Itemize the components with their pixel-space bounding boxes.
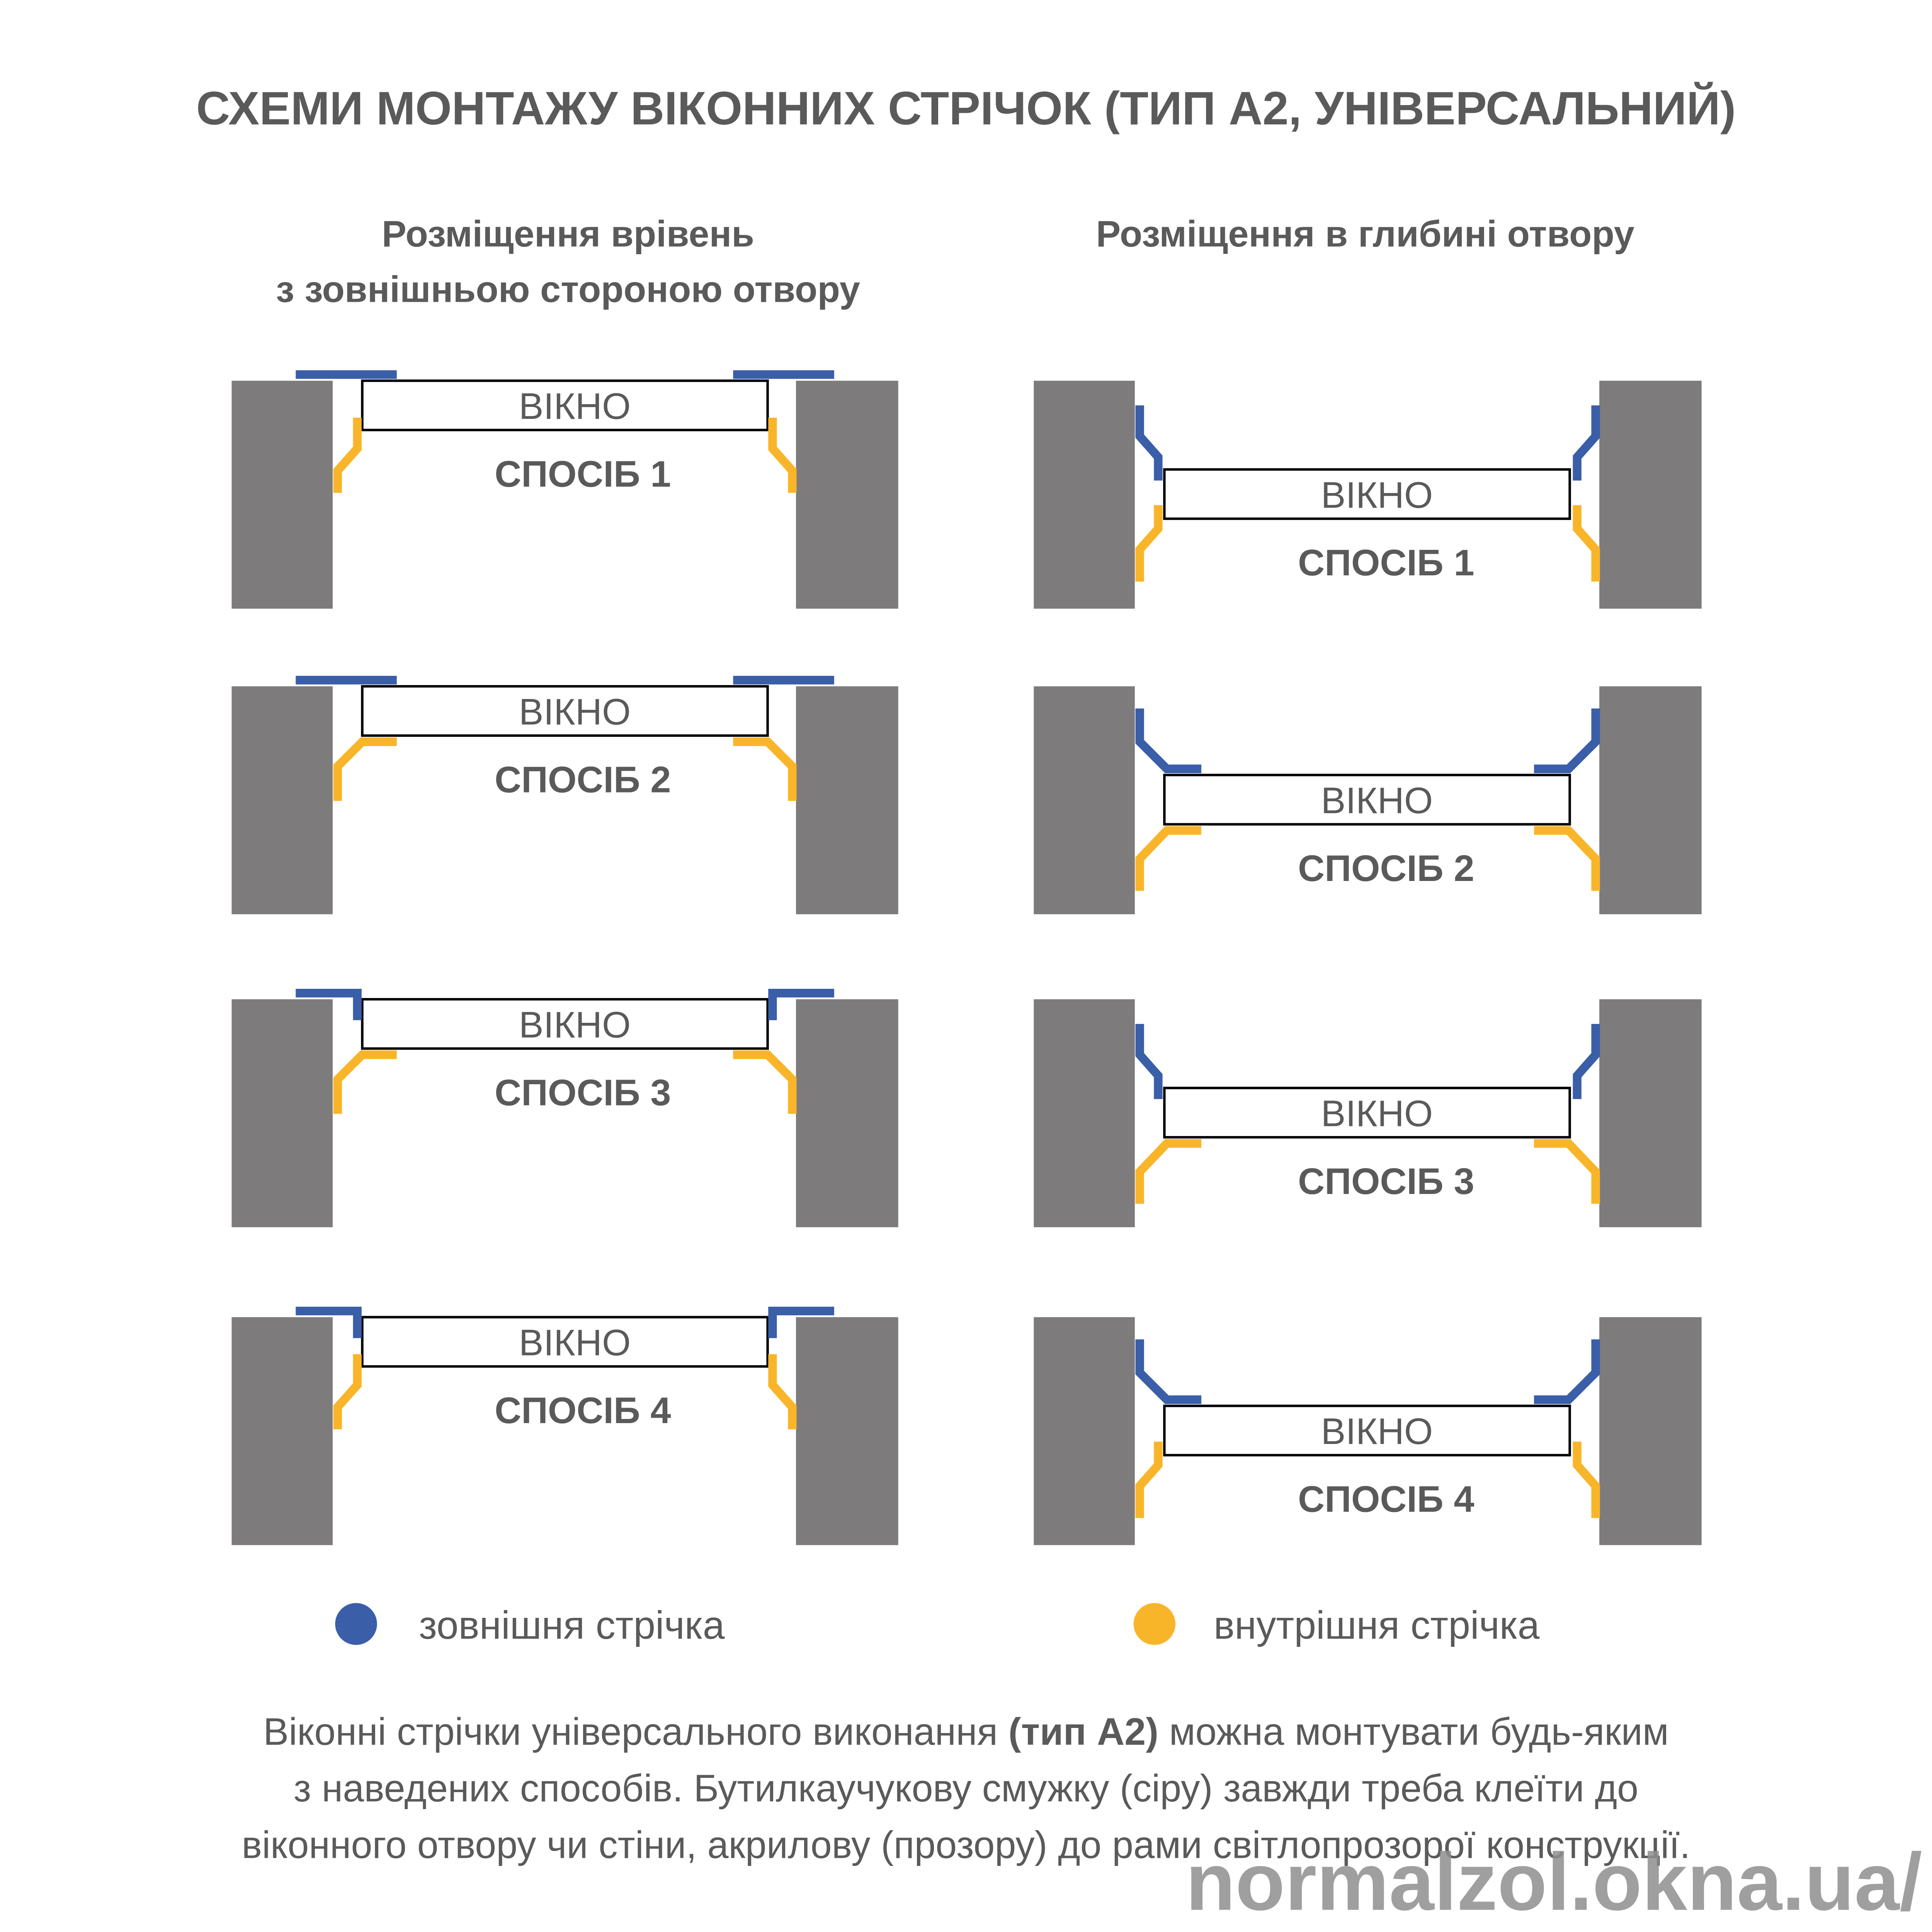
method-label: СПОСІБ 2 (1298, 848, 1474, 889)
wall-left (231, 686, 333, 915)
window-frame (361, 998, 769, 1050)
inner-tape-right (1573, 505, 1600, 582)
inner-tape-label: внутрішня стрічка (1214, 1603, 1540, 1647)
right-column-heading: Розміщення в глибині отвору (1096, 213, 1634, 255)
wall-right (796, 999, 898, 1228)
diagram-col1-method2: ВІКНО СПОСІБ 2 (231, 676, 898, 915)
inner-tape-left (333, 737, 397, 801)
outer-tape-label: зовнішня стрічка (419, 1603, 725, 1647)
window-frame (1163, 468, 1571, 520)
outer-tape-left (296, 1306, 362, 1338)
window-label: ВІКНО (1321, 1411, 1433, 1452)
wall-right (1599, 381, 1702, 609)
outer-tape-right (1534, 708, 1600, 773)
diagram-col1-method4: ВІКНО СПОСІБ 4 (231, 1306, 898, 1545)
wall-right (1599, 999, 1702, 1228)
description-text: можна монтувати будь-яким (1158, 1710, 1669, 1753)
wall-right (796, 686, 898, 915)
wall-left (231, 1317, 333, 1545)
inner-tape-right (733, 737, 797, 801)
description-text: Віконні стрічки універсального виконання (263, 1710, 1008, 1753)
window-label: ВІКНО (519, 386, 631, 427)
legend: зовнішня стрічка внутрішня стрічка (335, 1603, 1540, 1647)
window-label: ВІКНО (519, 1004, 631, 1046)
inner-tape-left (1135, 1441, 1163, 1518)
outer-tape-left (1135, 1339, 1202, 1404)
method-label: СПОСІБ 3 (1298, 1161, 1474, 1202)
watermark: normalzol.okna.ua/ (1186, 1836, 1922, 1927)
wall-left (1034, 1317, 1135, 1545)
left-column-heading-line1: Розміщення врівень (382, 213, 754, 255)
window-frame (361, 1316, 769, 1368)
inner-tape-left (1135, 1139, 1202, 1204)
inner-tape-left (1135, 826, 1202, 891)
outer-tape-right (1573, 405, 1600, 481)
diagram-col1-method1: ВІКНО СПОСІБ 1 (231, 370, 898, 609)
inner-tape-right (768, 417, 797, 493)
diagram-col2-method1: ВІКНО СПОСІБ 1 (1034, 381, 1702, 609)
inner-tape-left (333, 1050, 397, 1114)
outer-tape-left (1135, 1024, 1163, 1099)
window-frame (1163, 1405, 1571, 1457)
inner-tape-right (1534, 1139, 1600, 1204)
method-label: СПОСІБ 2 (495, 759, 671, 800)
outer-tape-right (768, 1306, 834, 1338)
inner-tape-left (1135, 505, 1163, 582)
description: Віконні стрічки універсального виконання… (242, 1710, 1690, 1866)
description-line2: з наведених способів. Бутилкаучукову сму… (294, 1767, 1638, 1810)
window-label: ВІКНО (1321, 1093, 1433, 1134)
wall-right (1599, 1317, 1702, 1545)
window-frame (361, 685, 769, 737)
window-frame (1163, 774, 1571, 826)
wall-left (1034, 999, 1135, 1228)
method-label: СПОСІБ 3 (495, 1072, 671, 1113)
outer-tape-swatch (335, 1603, 377, 1645)
window-frame (1163, 1087, 1571, 1139)
inner-tape-left (333, 1354, 362, 1429)
wall-right (796, 381, 898, 609)
wall-left (231, 999, 333, 1228)
wall-right (1599, 686, 1702, 915)
inner-tape-left (333, 417, 362, 493)
inner-tape-right (1534, 826, 1600, 891)
wall-right (796, 1317, 898, 1545)
inner-tape-swatch (1133, 1603, 1176, 1645)
description-line1: Віконні стрічки універсального виконання… (263, 1710, 1668, 1753)
method-label: СПОСІБ 1 (495, 454, 671, 495)
description-bold: (тип А2) (1009, 1710, 1159, 1753)
outer-tape-left (1135, 405, 1163, 481)
window-label: ВІКНО (519, 691, 631, 733)
window-label: ВІКНО (1321, 780, 1433, 821)
diagram-col2-method4: ВІКНО СПОСІБ 4 (1034, 1317, 1702, 1545)
wall-left (1034, 686, 1135, 915)
outer-tape-right (1573, 1024, 1600, 1099)
outer-tape-right (1534, 1339, 1600, 1404)
inner-tape-right (1573, 1441, 1600, 1518)
window-frame (361, 379, 769, 432)
window-label: ВІКНО (519, 1322, 631, 1364)
inner-tape-right (733, 1050, 797, 1114)
method-label: СПОСІБ 1 (1298, 542, 1474, 583)
left-column-heading-line2: з зовнішньою стороною отвору (276, 269, 860, 310)
wall-left (1034, 381, 1135, 609)
outer-tape-right (768, 988, 834, 1020)
diagram-col1-method3: ВІКНО СПОСІБ 3 (231, 988, 898, 1228)
method-label: СПОСІБ 4 (1298, 1479, 1474, 1520)
method-label: СПОСІБ 4 (495, 1390, 671, 1431)
outer-tape-left (296, 988, 362, 1020)
window-label: ВІКНО (1321, 474, 1433, 516)
wall-left (231, 381, 333, 609)
outer-tape-left (1135, 708, 1202, 773)
page-title: СХЕМИ МОНТАЖУ ВІКОННИХ СТРІЧОК (ТИП А2, … (196, 82, 1736, 134)
diagram-col2-method3: ВІКНО СПОСІБ 3 (1034, 999, 1702, 1228)
diagram-col2-method2: ВІКНО СПОСІБ 2 (1034, 686, 1702, 915)
description-line3: віконного отвору чи стіни, акрилову (про… (242, 1824, 1690, 1866)
inner-tape-right (768, 1354, 797, 1429)
